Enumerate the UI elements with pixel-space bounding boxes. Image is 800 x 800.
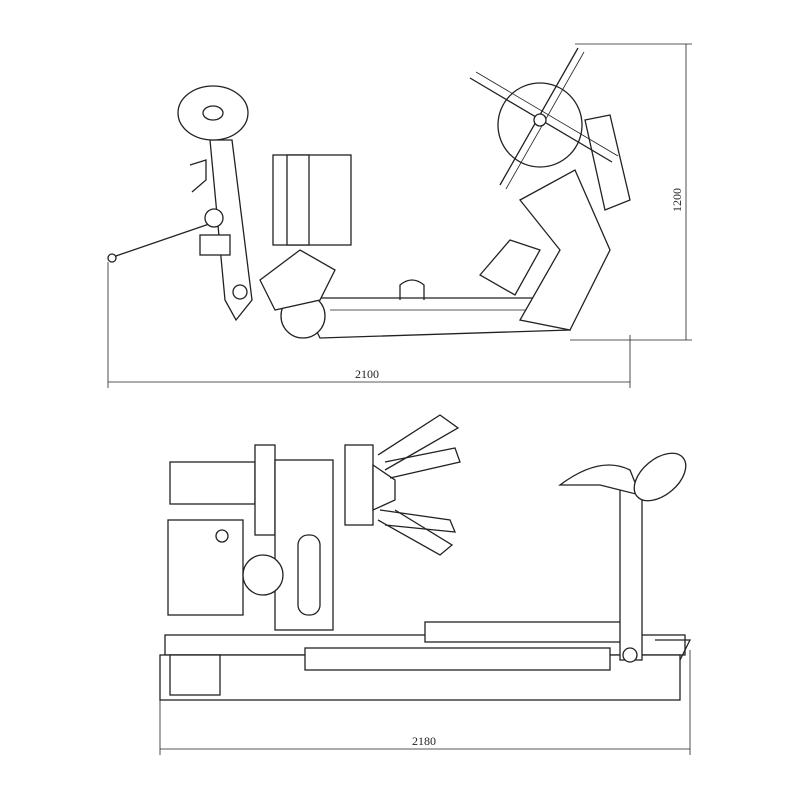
side-view — [107, 43, 692, 388]
top-view — [159, 414, 692, 755]
length-dimension-label: 2180 — [412, 734, 436, 748]
height-dimension-label: 1200 — [670, 188, 684, 212]
width-dimension-label: 2100 — [355, 367, 379, 381]
